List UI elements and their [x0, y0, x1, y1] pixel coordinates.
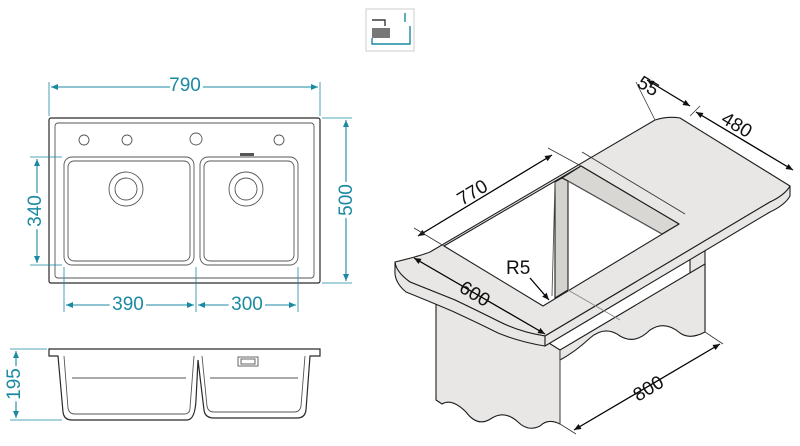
dim-right-bowl-width: 300: [231, 294, 263, 315]
right-bowl: [199, 156, 299, 266]
dim-ledge-depth: 55: [633, 72, 662, 101]
dim-cabinet-width: 800: [630, 372, 668, 406]
sink-profile: [48, 348, 321, 421]
tap-hole: [78, 134, 90, 146]
dim-cutout-length: 770: [454, 176, 492, 210]
cabinet-side: [559, 263, 706, 361]
isometric-view: 55 480 770 R5 600 800: [394, 72, 794, 435]
dim-counter-depth: 480: [717, 108, 755, 142]
side-view: 195: [1, 348, 321, 421]
tap-hole: [121, 134, 133, 146]
tap-hole: [189, 132, 203, 146]
dim-sink-height: 195: [4, 368, 25, 400]
drain-icon: [108, 171, 144, 207]
dim-bowl-depth: 340: [25, 195, 46, 227]
sink-outline: [48, 117, 321, 284]
dim-corner-radius: R5: [506, 258, 530, 279]
left-bowl: [63, 156, 195, 266]
tap-hole: [273, 134, 285, 146]
dim-overall-width: 790: [169, 75, 201, 96]
drain-icon: [228, 171, 264, 207]
top-view: 790 500 340 390 300: [22, 72, 360, 318]
dim-overall-depth: 500: [336, 184, 357, 216]
undermount-installation-icon: [365, 8, 415, 52]
dim-left-bowl-width: 390: [112, 294, 144, 315]
overflow-slot: [240, 153, 254, 156]
